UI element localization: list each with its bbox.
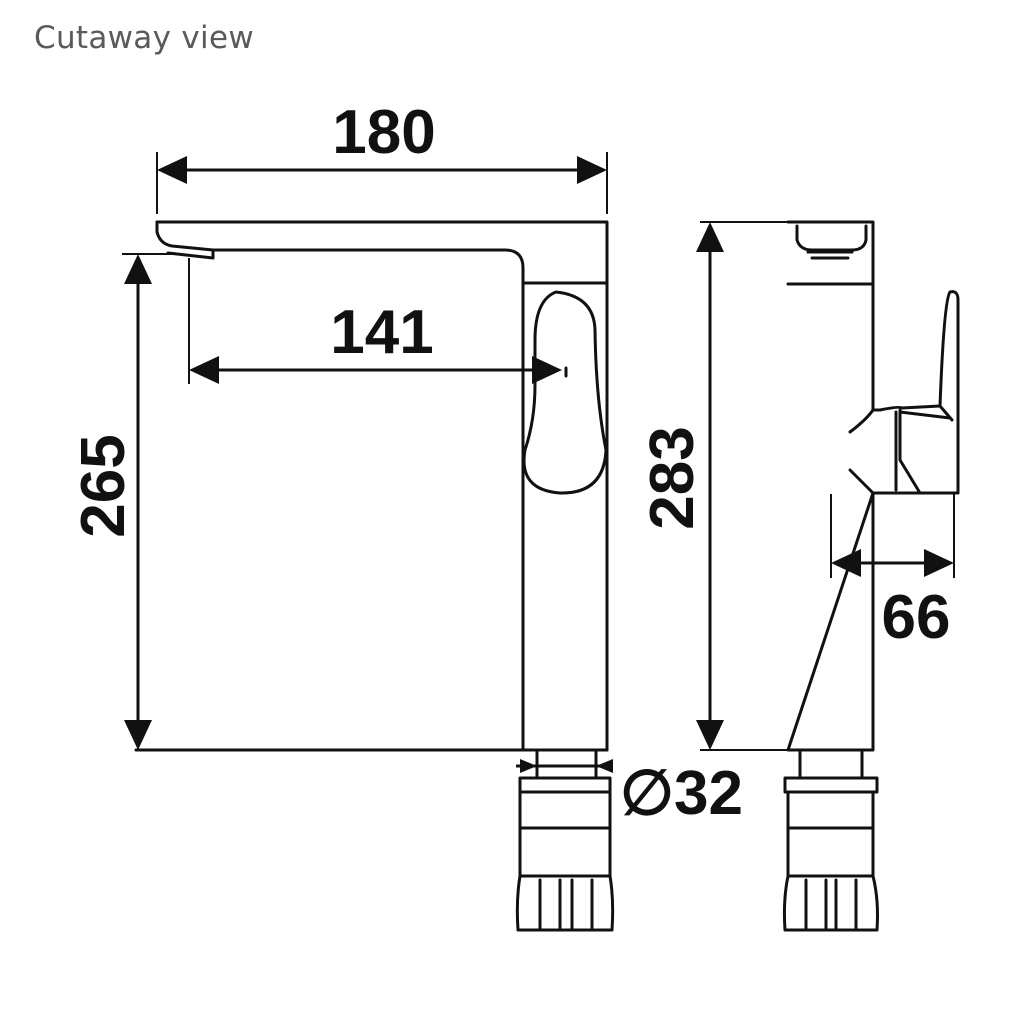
side-body (786, 220, 875, 752)
side-lever-stem (848, 408, 922, 495)
front-connection (515, 750, 615, 932)
view-caption: Cutaway view (34, 20, 254, 56)
lever-handle (522, 290, 608, 495)
dimension-label-66: 66 (882, 583, 951, 652)
body-column (521, 281, 609, 752)
dimension-label-283: 283 (638, 426, 707, 529)
dimension-diameter: ∅32 (516, 759, 743, 828)
side-aerator (795, 224, 868, 252)
dimension-label-diameter: ∅32 (620, 759, 743, 828)
dimension-66: 66 (830, 494, 955, 652)
side-view (782, 220, 960, 932)
side-connection (782, 750, 879, 932)
dimension-265: 265 (69, 253, 172, 750)
side-lever (871, 290, 960, 495)
dimension-283: 283 (638, 221, 788, 751)
dimension-label-141: 141 (330, 298, 433, 367)
dimension-180: 180 (156, 98, 608, 214)
dimension-141: 141 (188, 258, 562, 384)
spout-body (155, 220, 609, 285)
front-view (134, 220, 615, 932)
aerator-tip (155, 220, 215, 260)
dimension-label-180: 180 (332, 98, 435, 167)
dimension-label-265: 265 (69, 434, 138, 537)
